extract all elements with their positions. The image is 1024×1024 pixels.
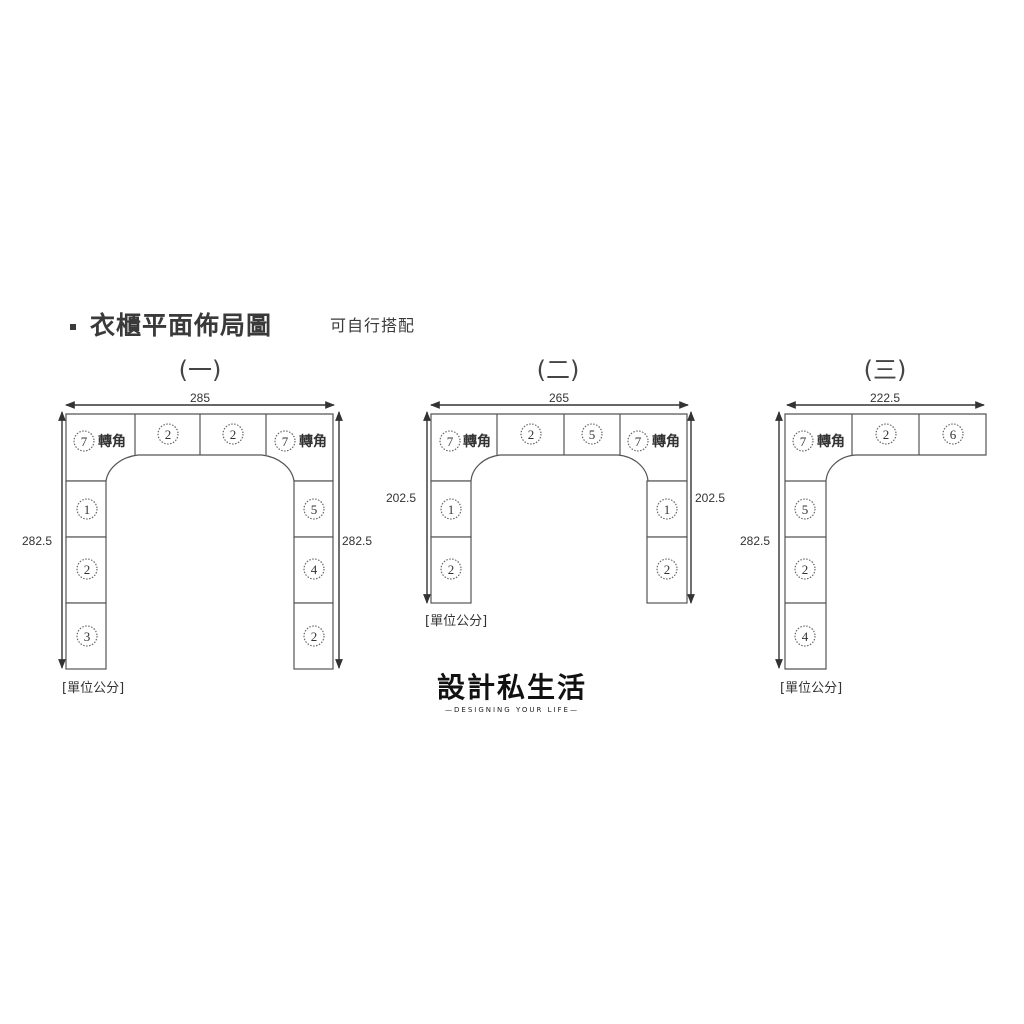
svg-text:4: 4 bbox=[802, 629, 809, 644]
layout-1-width-label: 285 bbox=[190, 391, 210, 405]
layout-3-unit-note: [單位公分] bbox=[780, 681, 842, 696]
corner-label: 轉角 bbox=[652, 433, 680, 450]
cabinet-label: 7 bbox=[792, 430, 814, 452]
layout-3-left-height-label: 282.5 bbox=[740, 534, 770, 548]
layout-3-title: (三) bbox=[864, 356, 907, 384]
svg-text:2: 2 bbox=[165, 427, 172, 442]
svg-text:7: 7 bbox=[81, 434, 88, 449]
cabinet-label: 2 bbox=[157, 423, 179, 445]
cabinet-label: 2 bbox=[222, 423, 244, 445]
layout-1-title: (一) bbox=[179, 356, 222, 384]
cabinet-label: 2 bbox=[875, 423, 897, 445]
cabinet-label: 2 bbox=[76, 558, 98, 580]
cabinet-label: 5 bbox=[581, 423, 603, 445]
svg-text:1: 1 bbox=[84, 502, 91, 517]
layout-2-title: (二) bbox=[537, 356, 580, 384]
svg-text:2: 2 bbox=[528, 427, 535, 442]
layout-2-width-label: 265 bbox=[549, 391, 569, 405]
layout-2-right-height-label: 202.5 bbox=[695, 491, 725, 505]
layout-2-left-height-label: 202.5 bbox=[386, 491, 416, 505]
layout-1-unit-note: [單位公分] bbox=[62, 681, 124, 696]
svg-text:2: 2 bbox=[84, 562, 91, 577]
corner-label: 轉角 bbox=[817, 433, 845, 450]
layout-1-right-height-label: 282.5 bbox=[342, 534, 372, 548]
svg-text:2: 2 bbox=[664, 562, 671, 577]
cabinet-label: 1 bbox=[656, 498, 678, 520]
page-title-text: 衣櫃平面佈局圖 bbox=[90, 311, 273, 340]
corner-label: 轉角 bbox=[98, 433, 126, 450]
cabinet-label: 1 bbox=[76, 498, 98, 520]
svg-text:6: 6 bbox=[950, 427, 957, 442]
cabinet-label: 6 bbox=[942, 423, 964, 445]
brand-tagline: —DESIGNING YOUR LIFE— bbox=[445, 706, 579, 714]
layout-1: (一) 285 282.5 282.5 7 轉角 2 2 7 轉角 1 2 3 … bbox=[22, 356, 372, 696]
cabinet-label: 2 bbox=[656, 558, 678, 580]
cabinet-label: 2 bbox=[794, 558, 816, 580]
svg-text:7: 7 bbox=[447, 434, 454, 449]
cabinet-label: 4 bbox=[794, 625, 816, 647]
layout-2: (二) 265 202.5 202.5 7 轉角 2 5 7 轉角 1 2 1 … bbox=[386, 356, 725, 629]
svg-text:7: 7 bbox=[282, 434, 289, 449]
brand-logo: 設計私生活 —DESIGNING YOUR LIFE— bbox=[412, 671, 612, 715]
svg-text:1: 1 bbox=[448, 502, 455, 517]
layout-3-l-shape bbox=[784, 413, 987, 670]
cabinet-label: 2 bbox=[440, 558, 462, 580]
svg-text:5: 5 bbox=[311, 502, 318, 517]
svg-text:2: 2 bbox=[311, 629, 318, 644]
svg-text:5: 5 bbox=[802, 502, 809, 517]
svg-text:7: 7 bbox=[635, 434, 642, 449]
cabinet-label: 2 bbox=[520, 423, 542, 445]
cabinet-label: 7 bbox=[73, 430, 95, 452]
page-subtitle: 可自行搭配 bbox=[330, 316, 416, 335]
layout-2-unit-note: [單位公分] bbox=[425, 614, 487, 629]
layout-1-left-height-label: 282.5 bbox=[22, 534, 52, 548]
page-title: 衣櫃平面佈局圖 bbox=[64, 306, 272, 342]
svg-text:3: 3 bbox=[84, 629, 91, 644]
corner-label: 轉角 bbox=[299, 433, 327, 450]
layout-2-top-row bbox=[430, 413, 688, 482]
svg-text:4: 4 bbox=[311, 562, 318, 577]
cabinet-label: 1 bbox=[440, 498, 462, 520]
cabinet-label: 7 bbox=[439, 430, 461, 452]
svg-text:7: 7 bbox=[800, 434, 807, 449]
layout-3: (三) 222.5 282.5 7 轉角 2 6 5 2 4 [單位公分] bbox=[740, 356, 987, 696]
cabinet-label: 5 bbox=[794, 498, 816, 520]
cabinet-label: 3 bbox=[76, 625, 98, 647]
cabinet-label: 5 bbox=[303, 498, 325, 520]
svg-text:2: 2 bbox=[802, 562, 809, 577]
svg-text:2: 2 bbox=[448, 562, 455, 577]
cabinet-label: 4 bbox=[303, 558, 325, 580]
corner-label: 轉角 bbox=[463, 433, 491, 450]
svg-text:1: 1 bbox=[664, 502, 671, 517]
svg-text:2: 2 bbox=[883, 427, 890, 442]
svg-text:2: 2 bbox=[230, 427, 237, 442]
brand-name: 設計私生活 bbox=[436, 671, 587, 704]
bullet-icon bbox=[70, 324, 76, 330]
layout-3-width-label: 222.5 bbox=[870, 391, 900, 405]
cabinet-label: 7 bbox=[627, 430, 649, 452]
svg-text:5: 5 bbox=[589, 427, 596, 442]
cabinet-label: 2 bbox=[303, 625, 325, 647]
cabinet-label: 7 bbox=[274, 430, 296, 452]
